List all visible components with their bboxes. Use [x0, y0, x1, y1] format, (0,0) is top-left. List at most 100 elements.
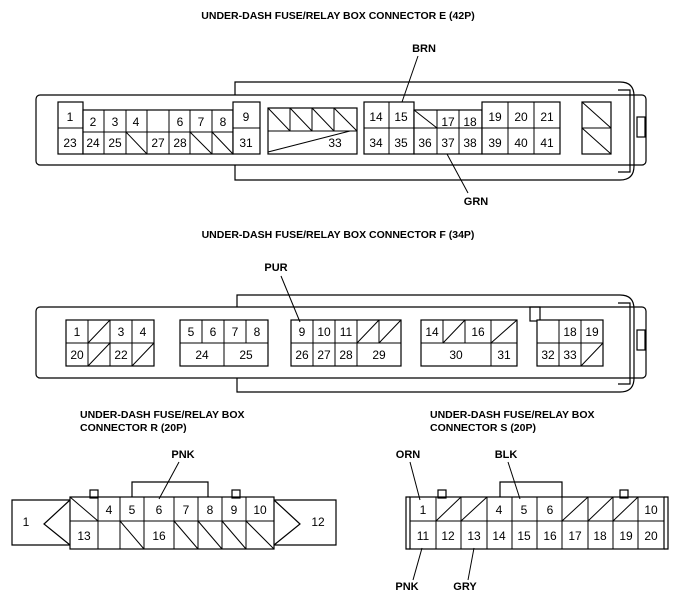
svg-text:30: 30: [449, 348, 463, 362]
svg-text:5: 5: [188, 325, 195, 339]
svg-text:34: 34: [369, 136, 383, 150]
svg-text:24: 24: [195, 348, 209, 362]
svg-text:19: 19: [488, 110, 502, 124]
connector-s-pin-labels: 1 4 5 6 10 11 12 13 14 15 16 17 18 19 20: [417, 503, 658, 543]
svg-text:19: 19: [585, 325, 599, 339]
connector-r-title-2: CONNECTOR R (20P): [80, 422, 187, 434]
svg-text:33: 33: [328, 136, 342, 150]
connector-r-title-1: UNDER-DASH FUSE/RELAY BOX: [80, 409, 245, 421]
svg-text:8: 8: [220, 115, 227, 129]
svg-text:17: 17: [441, 115, 455, 129]
svg-text:23: 23: [63, 136, 77, 150]
wire-label-pur: PUR: [264, 262, 287, 274]
svg-text:18: 18: [593, 529, 607, 543]
svg-text:14: 14: [369, 110, 383, 124]
svg-text:38: 38: [463, 136, 477, 150]
connector-e-title: UNDER-DASH FUSE/RELAY BOX CONNECTOR E (4…: [201, 10, 474, 22]
svg-text:8: 8: [254, 325, 261, 339]
svg-text:12: 12: [311, 515, 325, 529]
connector-e-pin-labels: 1 2 3 4 6 7 8 9 23 24 25 27 28 31 33 14 …: [63, 110, 554, 150]
svg-text:13: 13: [467, 529, 481, 543]
wire-label-gry: GRY: [453, 581, 477, 593]
svg-text:11: 11: [417, 529, 430, 543]
connector-e-grid: [58, 101, 612, 155]
svg-text:10: 10: [317, 325, 331, 339]
svg-text:32: 32: [541, 348, 555, 362]
svg-text:5: 5: [129, 503, 136, 517]
svg-text:37: 37: [441, 136, 455, 150]
svg-text:1: 1: [67, 110, 74, 124]
svg-text:31: 31: [497, 348, 511, 362]
connector-s-grid: [410, 496, 664, 549]
svg-text:22: 22: [114, 348, 128, 362]
svg-text:4: 4: [106, 503, 113, 517]
svg-text:15: 15: [517, 529, 531, 543]
svg-text:12: 12: [441, 529, 455, 543]
svg-text:6: 6: [177, 115, 184, 129]
svg-text:6: 6: [210, 325, 217, 339]
svg-text:9: 9: [231, 503, 238, 517]
svg-text:28: 28: [339, 348, 353, 362]
connector-s-title-2: CONNECTOR S (20P): [430, 422, 536, 434]
svg-text:6: 6: [547, 503, 554, 517]
svg-text:10: 10: [253, 503, 267, 517]
svg-text:6: 6: [156, 503, 163, 517]
connector-s-title-1: UNDER-DASH FUSE/RELAY BOX: [430, 409, 595, 421]
svg-text:20: 20: [644, 529, 658, 543]
svg-text:16: 16: [152, 529, 166, 543]
connector-f-grid: [66, 319, 604, 367]
svg-text:4: 4: [496, 503, 503, 517]
wire-label-pnk-s: PNK: [395, 581, 418, 593]
svg-text:9: 9: [299, 325, 306, 339]
svg-text:3: 3: [112, 115, 119, 129]
svg-text:9: 9: [243, 110, 250, 124]
svg-text:29: 29: [372, 348, 386, 362]
svg-text:16: 16: [471, 325, 485, 339]
svg-text:1: 1: [420, 503, 427, 517]
svg-text:33: 33: [563, 348, 577, 362]
svg-text:14: 14: [492, 529, 506, 543]
svg-text:13: 13: [77, 529, 91, 543]
svg-text:11: 11: [340, 325, 353, 339]
svg-text:25: 25: [239, 348, 253, 362]
svg-text:26: 26: [295, 348, 309, 362]
svg-text:20: 20: [70, 348, 84, 362]
svg-text:17: 17: [568, 529, 582, 543]
wire-label-brn: BRN: [412, 43, 436, 55]
svg-text:35: 35: [394, 136, 408, 150]
svg-text:7: 7: [198, 115, 205, 129]
svg-text:20: 20: [514, 110, 528, 124]
svg-text:1: 1: [74, 325, 81, 339]
svg-text:36: 36: [418, 136, 432, 150]
svg-text:41: 41: [540, 136, 554, 150]
connector-r-grid: [69, 496, 275, 550]
svg-text:31: 31: [239, 136, 253, 150]
svg-text:27: 27: [317, 348, 331, 362]
svg-text:25: 25: [108, 136, 122, 150]
svg-text:7: 7: [232, 325, 239, 339]
svg-text:28: 28: [173, 136, 187, 150]
svg-text:7: 7: [183, 503, 190, 517]
svg-text:14: 14: [425, 325, 439, 339]
wire-label-blk: BLK: [495, 449, 518, 461]
svg-text:39: 39: [488, 136, 502, 150]
wire-label-grn: GRN: [464, 196, 489, 208]
svg-text:1: 1: [23, 515, 30, 529]
wire-label-pnk-r: PNK: [171, 449, 194, 461]
svg-text:19: 19: [619, 529, 633, 543]
svg-text:10: 10: [644, 503, 658, 517]
svg-text:21: 21: [540, 110, 554, 124]
connector-r: [11, 481, 337, 550]
svg-text:24: 24: [86, 136, 100, 150]
svg-text:4: 4: [133, 115, 140, 129]
svg-text:16: 16: [543, 529, 557, 543]
svg-text:15: 15: [394, 110, 408, 124]
svg-text:4: 4: [140, 325, 147, 339]
svg-text:40: 40: [514, 136, 528, 150]
svg-text:3: 3: [118, 325, 125, 339]
svg-text:27: 27: [151, 136, 165, 150]
svg-text:5: 5: [521, 503, 528, 517]
svg-text:18: 18: [463, 115, 477, 129]
connector-f-title: UNDER-DASH FUSE/RELAY BOX CONNECTOR F (3…: [202, 229, 475, 241]
